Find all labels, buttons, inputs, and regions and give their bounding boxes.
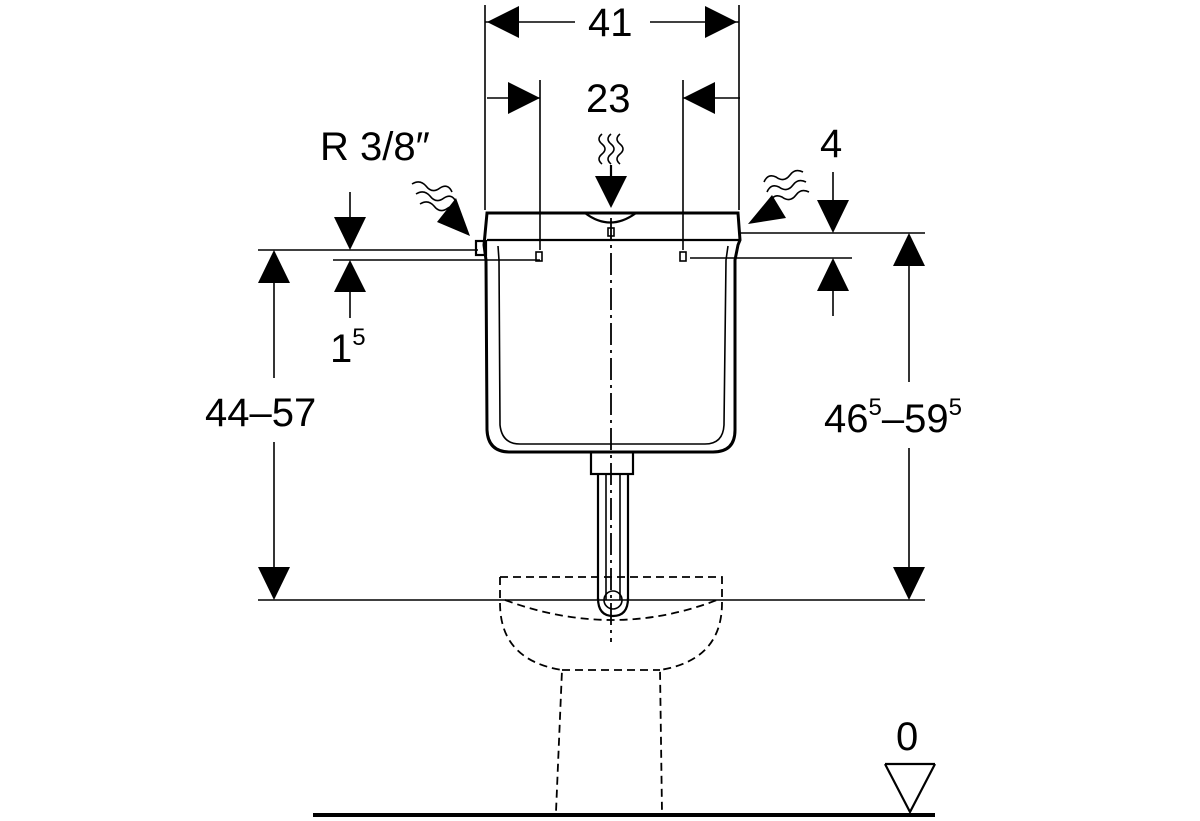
dimension-height-right-label: 465–595 [824, 394, 962, 441]
floor-level-label: 0 [896, 715, 918, 759]
cistern-body [474, 211, 742, 454]
dimension-height-left-label: 44–57 [205, 391, 316, 435]
water-inlet-top-arrow [595, 133, 627, 208]
dimension-height-right-sup2: 5 [949, 394, 962, 421]
dimension-height-right-part2: 59 [904, 397, 949, 441]
dimension-height-left [258, 249, 925, 601]
dimension-lid-offset-label: 4 [820, 122, 842, 166]
side-inlet-thread-label: R 3/8″ [320, 125, 430, 169]
toilet-pan-outline [499, 576, 723, 813]
dimension-lower-offset [333, 192, 540, 318]
dimension-lid-offset [690, 172, 925, 316]
water-inlet-right-arrow [748, 169, 810, 224]
floor-level-marker [884, 762, 936, 815]
dimension-height-right-dash: – [882, 397, 905, 441]
water-inlet-left-arrow [411, 181, 470, 236]
dimension-height-right-part1: 46 [824, 397, 869, 441]
dimension-height-right [893, 233, 925, 600]
flush-pipe [589, 450, 635, 618]
dimension-width-total [484, 5, 740, 210]
dimension-width-total-label: 41 [588, 1, 633, 45]
dimension-lower-offset-base: 1 [330, 327, 352, 371]
dimension-height-right-sup1: 5 [869, 394, 882, 421]
dimension-inlet-spacing [487, 80, 740, 250]
dimension-lower-offset-label: 15 [330, 324, 366, 371]
dimension-inlet-spacing-label: 23 [586, 77, 631, 121]
dimension-lower-offset-sup: 5 [352, 324, 365, 351]
